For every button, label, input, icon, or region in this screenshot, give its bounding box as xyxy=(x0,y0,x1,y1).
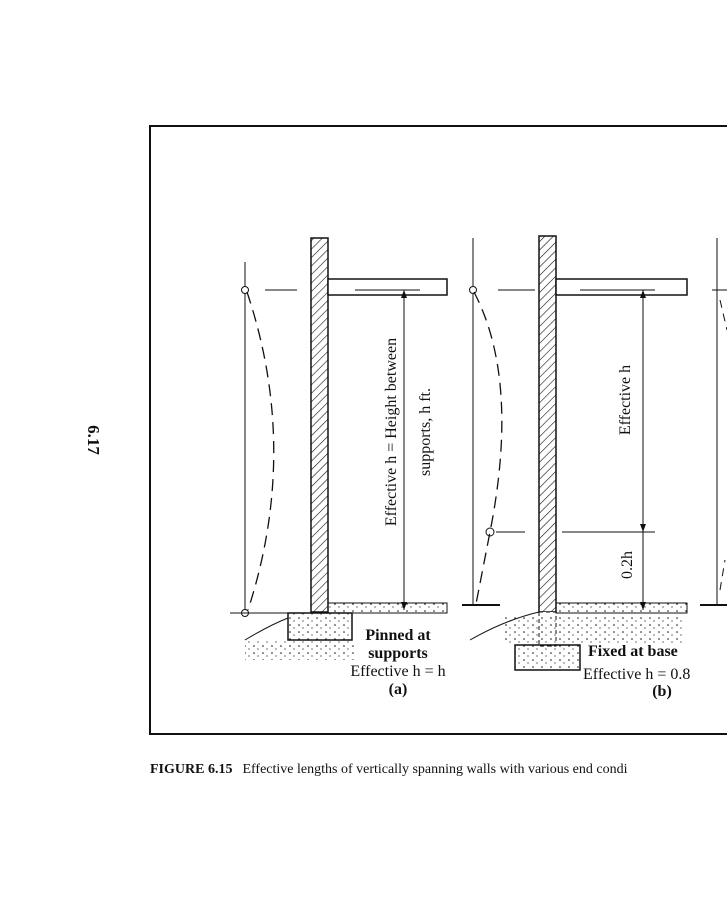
condition-label: supports xyxy=(368,645,428,662)
effective-label: Effective h = 0.8 xyxy=(583,666,690,683)
wall xyxy=(310,237,329,613)
caption-text: Effective lengths of vertically spanning… xyxy=(242,762,628,777)
footing xyxy=(287,612,353,641)
footing xyxy=(514,644,581,671)
dimension-label: 0.2h xyxy=(619,551,636,579)
floor-slab xyxy=(555,602,688,614)
roof-slab xyxy=(555,278,688,296)
dimension-label: Effective h xyxy=(617,365,634,435)
wall xyxy=(538,235,557,613)
effective-label: Effective h = h xyxy=(350,663,445,680)
dimension-label: Effective h = Height between xyxy=(383,338,400,526)
buckled-shape xyxy=(473,291,503,605)
pin-top xyxy=(469,286,477,294)
pin-top xyxy=(241,286,249,294)
figure-number: FIGURE 6.15 xyxy=(150,762,233,777)
inflection-point xyxy=(485,527,495,537)
figure-6-15: Effective h = Height between supports, h… xyxy=(149,125,727,735)
panel-c-partial xyxy=(700,238,727,606)
panel-tag: (b) xyxy=(652,683,672,700)
dimension-label: supports, h ft. xyxy=(417,388,434,476)
panel-b: Effective h 0.2h Fixed at base Effective… xyxy=(462,235,690,700)
floor-slab xyxy=(327,602,448,614)
buckled-shape xyxy=(246,291,275,611)
panel-tag: (a) xyxy=(389,681,408,698)
figure-frame xyxy=(149,125,727,735)
condition-label: Pinned at xyxy=(365,627,431,644)
condition-label: Fixed at base xyxy=(588,643,678,660)
roof-slab xyxy=(327,278,448,296)
panel-a: Effective h = Height between supports, h… xyxy=(230,237,448,698)
figure-caption: FIGURE 6.15 Effective lengths of vertical… xyxy=(150,762,628,778)
